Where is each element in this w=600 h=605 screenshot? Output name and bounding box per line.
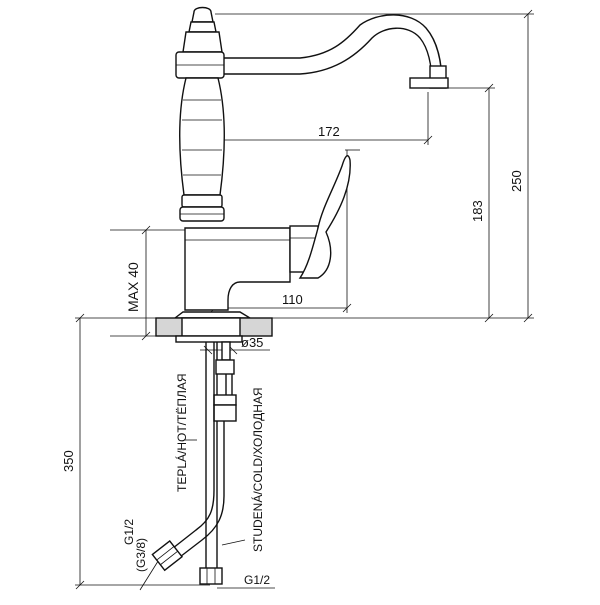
fixing-nut — [175, 335, 243, 343]
dim-172-label: 172 — [318, 124, 340, 139]
cold-thread-label: G1/2 — [244, 573, 270, 587]
base-flange — [172, 311, 253, 319]
hot-hose-inner — [175, 421, 225, 561]
hot-thread-alt-label: (G3/8) — [134, 538, 148, 572]
dim-max-40-label: MAX 40 — [125, 262, 141, 312]
dimension-labels: 172 110 183 250 MAX 40 350 ø35 — [61, 124, 524, 472]
mounting-hole — [181, 317, 241, 337]
cold-crimp-lower — [213, 404, 237, 422]
dim-250-label: 250 — [509, 170, 524, 192]
dim-diameter-label: ø35 — [241, 335, 263, 350]
collar-upper — [181, 194, 223, 208]
hose-labels: TEPLÁ/HOT/ТЁПЛАЯ STUDENÁ/COLD/ХОЛОДНАЯ G… — [122, 373, 270, 587]
cartridge-body — [184, 227, 291, 311]
spout-arch — [221, 14, 443, 87]
dimension-lines — [75, 9, 534, 591]
hot-hose-outer — [167, 342, 215, 553]
hot-hose-label: TEPLÁ/HOT/ТЁПЛАЯ — [174, 373, 189, 492]
cold-hose-label: STUDENÁ/COLD/ХОЛОДНАЯ — [250, 387, 265, 552]
cold-connector-nut — [199, 567, 223, 585]
finial-cap — [191, 6, 214, 23]
dim-350-label: 350 — [61, 450, 76, 472]
faucet-body — [172, 6, 449, 319]
cold-crimp-upper — [213, 394, 237, 406]
column — [179, 77, 225, 196]
hot-thread-label: G1/2 — [122, 519, 136, 545]
dim-110-label: 110 — [282, 292, 303, 307]
countertop — [155, 317, 273, 343]
hot-connector-nut — [151, 539, 184, 572]
dim-183-label: 183 — [470, 200, 485, 222]
lever-handle — [298, 155, 351, 279]
hoses — [151, 341, 237, 585]
fixing-stud — [221, 341, 231, 361]
stud-nut — [215, 359, 235, 375]
aerator — [409, 77, 449, 89]
